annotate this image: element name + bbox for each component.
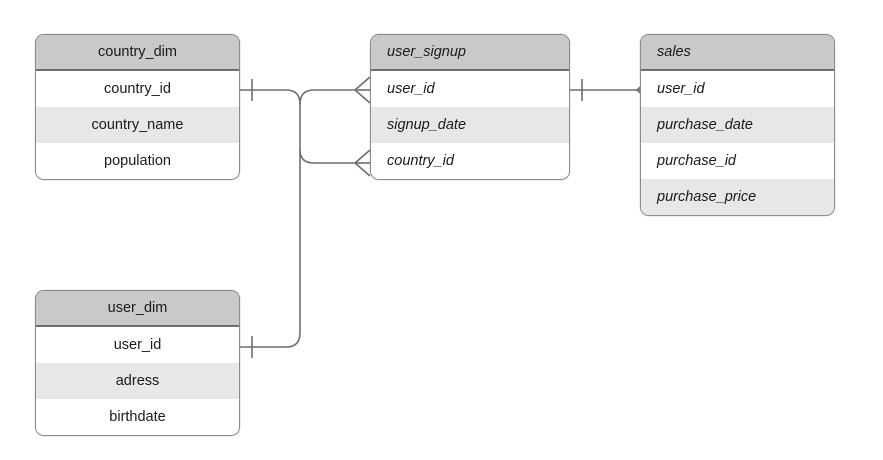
attribute-user_signup-country_id[interactable]: country_id [371, 143, 569, 179]
entity-user_signup[interactable]: user_signup user_id signup_date country_… [370, 34, 570, 180]
attribute-country_dim-country_name[interactable]: country_name [36, 107, 239, 143]
attribute-sales-purchase_price[interactable]: purchase_price [641, 179, 834, 215]
attribute-sales-purchase_date[interactable]: purchase_date [641, 107, 834, 143]
entity-title-country_dim: country_dim [36, 35, 239, 71]
attribute-sales-user_id[interactable]: user_id [641, 71, 834, 107]
connector-country-dim-line [240, 89, 301, 148]
attribute-user_signup-user_id[interactable]: user_id [371, 71, 569, 107]
connector-trunk-to-user-signup-userid [299, 89, 355, 105]
connector-trunk-down-to-user-dim [240, 150, 301, 348]
entity-title-user_dim: user_dim [36, 291, 239, 327]
entity-title-sales: sales [641, 35, 834, 71]
attribute-user_dim-birthdate[interactable]: birthdate [36, 399, 239, 435]
attribute-user_dim-user_id[interactable]: user_id [36, 327, 239, 363]
attribute-country_dim-population[interactable]: population [36, 143, 239, 179]
connector-trunk-to-user-signup-countryid [299, 148, 355, 164]
attribute-user_signup-signup_date[interactable]: signup_date [371, 107, 569, 143]
attribute-sales-purchase_id[interactable]: purchase_id [641, 143, 834, 179]
cardinality-many-user-signup-userid [354, 76, 371, 104]
entity-country_dim[interactable]: country_dim country_id country_name popu… [35, 34, 240, 180]
entity-title-user_signup: user_signup [371, 35, 569, 71]
cardinality-many-user-signup-countryid [354, 149, 371, 177]
attribute-country_dim-country_id[interactable]: country_id [36, 71, 239, 107]
attribute-user_dim-adress[interactable]: adress [36, 363, 239, 399]
entity-sales[interactable]: sales user_id purchase_date purchase_id … [640, 34, 835, 216]
entity-user_dim[interactable]: user_dim user_id adress birthdate [35, 290, 240, 436]
